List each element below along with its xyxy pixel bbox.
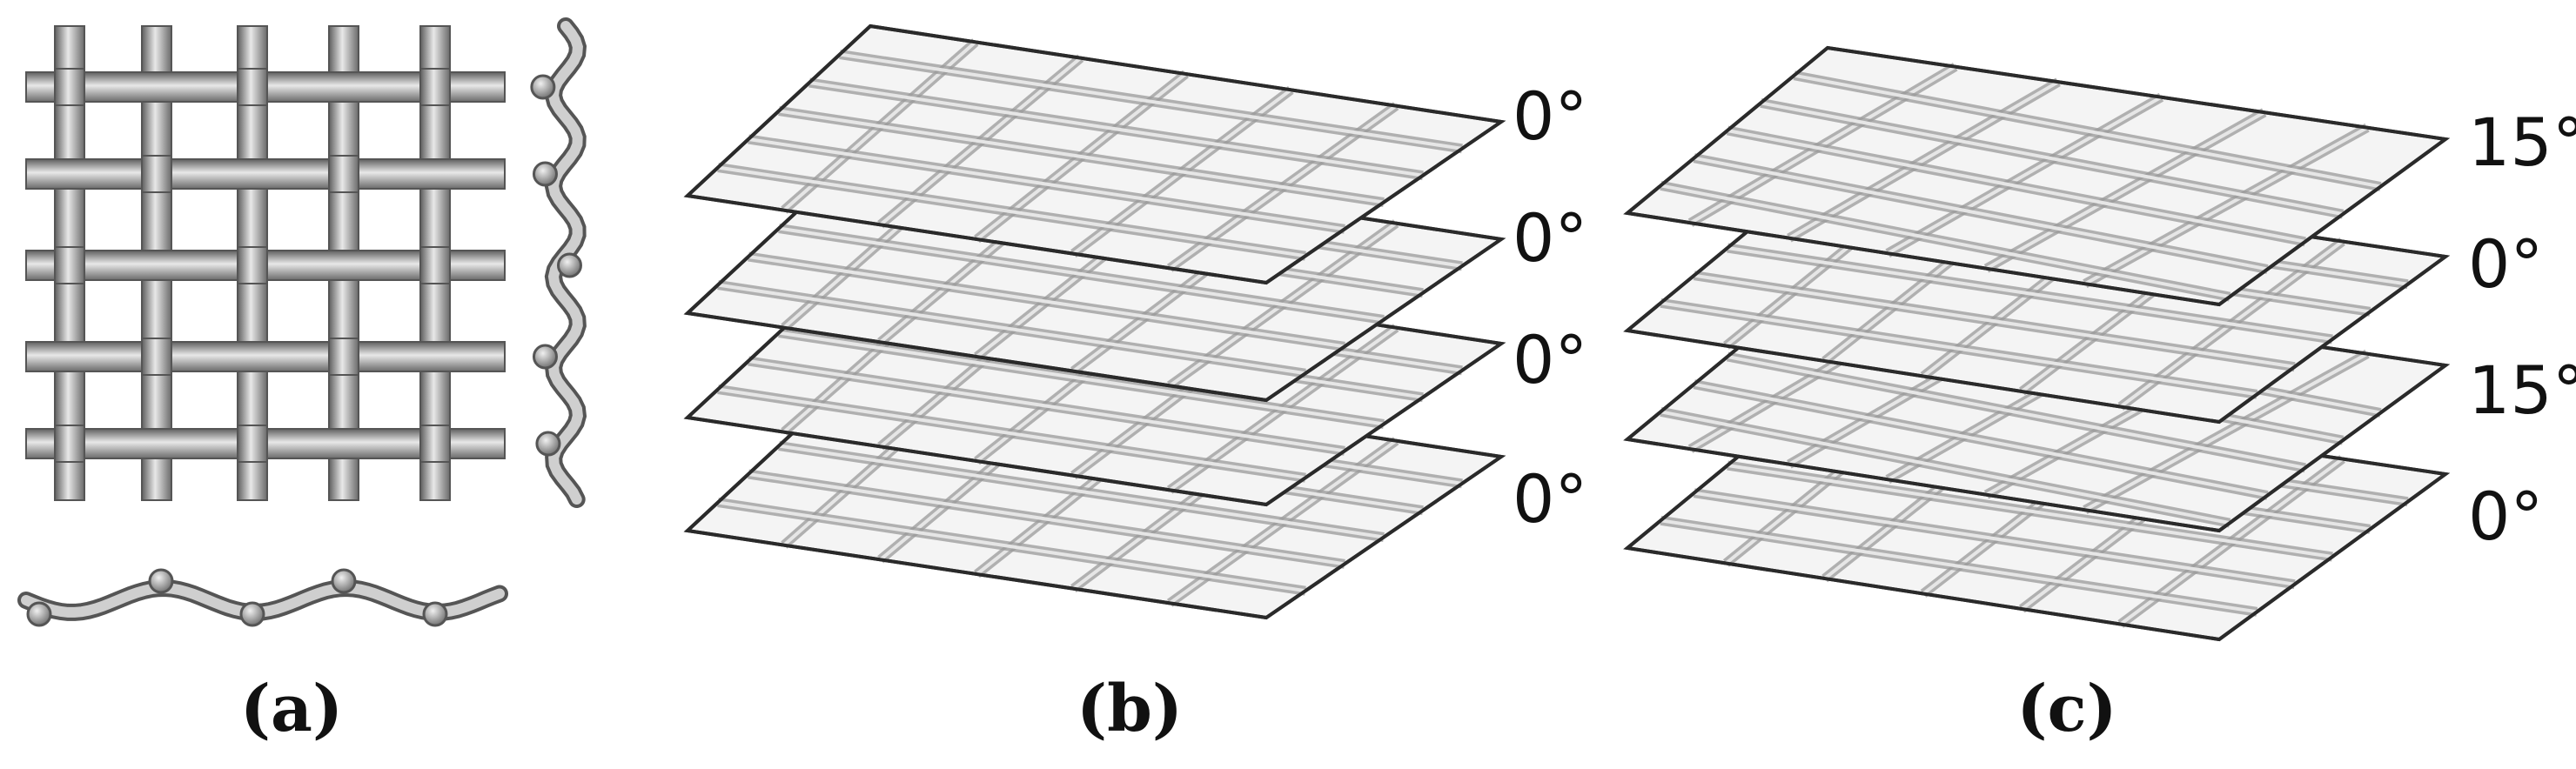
weave-crossing bbox=[328, 155, 359, 193]
ply-angle-label-b1: 0° bbox=[1513, 77, 1587, 155]
ply-angle-label-b2: 0° bbox=[1513, 199, 1587, 277]
weave-side-view-horizontal bbox=[17, 568, 508, 627]
cross-section-dot bbox=[239, 601, 265, 627]
weft-wire bbox=[25, 341, 506, 372]
fiber-tow-highlight bbox=[1727, 464, 2333, 558]
cross-section-dot bbox=[532, 344, 558, 370]
fiber-tow-highlight bbox=[2083, 351, 2369, 512]
weave-crossing bbox=[237, 246, 268, 284]
ply-angle-label-c3: 15° bbox=[2468, 351, 2576, 429]
cross-section-dot bbox=[331, 568, 357, 594]
fiber-tow-highlight bbox=[1660, 184, 2231, 299]
fiber-tow-highlight bbox=[717, 283, 1306, 376]
weft-wire bbox=[25, 158, 506, 190]
fiber-tow-highlight bbox=[1694, 273, 2295, 369]
panel-label-a: (a) bbox=[240, 672, 343, 746]
weave-crossing bbox=[54, 68, 85, 106]
weave-crossing bbox=[237, 425, 268, 463]
fiber-tow-highlight bbox=[1694, 382, 2268, 498]
fiber-tow-highlight bbox=[748, 472, 1345, 566]
ply-border bbox=[1623, 45, 2451, 307]
fiber-tow-highlight bbox=[839, 52, 1463, 150]
weave-crossing bbox=[328, 338, 359, 376]
fiber-tow-highlight bbox=[1727, 129, 2306, 244]
weave-side-view-vertical bbox=[530, 17, 587, 508]
weave-crossing bbox=[141, 155, 172, 193]
fiber-tow-highlight bbox=[1788, 80, 2060, 240]
weave-crossing bbox=[419, 246, 451, 284]
ply-stack-rotated bbox=[1623, 45, 2451, 642]
fiber-tow-highlight bbox=[1727, 355, 2306, 470]
fiber-tow-highlight bbox=[778, 331, 1385, 426]
plain-weave-top-view bbox=[25, 25, 506, 501]
fabric-ply bbox=[683, 23, 1506, 285]
ply-angle-label-c4: 0° bbox=[2468, 478, 2543, 555]
fiber-tow-highlight bbox=[1794, 73, 2381, 189]
ply-angle-label-b3: 0° bbox=[1513, 321, 1587, 398]
weave-crossing bbox=[54, 246, 85, 284]
fiber-tow-highlight bbox=[717, 387, 1306, 480]
fiber-tow-highlight bbox=[1694, 491, 2295, 586]
panel-label-b: (b) bbox=[1077, 672, 1183, 746]
cross-section-dot bbox=[532, 161, 558, 187]
fiber-tow-highlight bbox=[1660, 410, 2231, 525]
cross-section-dot bbox=[535, 431, 561, 457]
fiber-tow-highlight bbox=[1660, 518, 2257, 614]
fiber-tow-highlight bbox=[1694, 156, 2268, 271]
fiber-tow-highlight bbox=[778, 226, 1385, 322]
fiber-tow-highlight bbox=[1760, 101, 2344, 217]
fiber-tow-highlight bbox=[748, 255, 1345, 349]
fiber-tow-highlight bbox=[778, 444, 1385, 539]
ply-angle-label-b4: 0° bbox=[1513, 460, 1587, 538]
fiber-tow-highlight bbox=[748, 137, 1345, 231]
cross-section-dot bbox=[26, 601, 52, 627]
panel-label-c: (c) bbox=[2016, 672, 2116, 746]
fiber-tow-highlight bbox=[1660, 301, 2257, 397]
fiber-tow-highlight bbox=[808, 81, 1424, 177]
cross-section-dot bbox=[530, 74, 556, 100]
fiber-tow-highlight bbox=[2083, 125, 2369, 285]
cross-section-dot bbox=[556, 252, 582, 278]
weave-crossing bbox=[54, 425, 85, 463]
ply-angle-label-c2: 0° bbox=[2468, 225, 2543, 303]
fiber-tow-highlight bbox=[717, 500, 1306, 593]
ply-border bbox=[683, 23, 1506, 285]
fabric-ply bbox=[1623, 45, 2451, 307]
weave-crossing bbox=[141, 338, 172, 376]
cross-section-dot bbox=[148, 568, 174, 594]
weave-crossing bbox=[419, 425, 451, 463]
fiber-tow-highlight bbox=[1887, 95, 2163, 255]
fiber-tow-highlight bbox=[1985, 110, 2265, 271]
weave-crossing bbox=[419, 68, 451, 106]
fiber-tow-highlight bbox=[748, 359, 1345, 453]
fiber-tow-highlight bbox=[778, 109, 1385, 204]
cross-section-dot bbox=[422, 601, 448, 627]
fiber-tow-highlight bbox=[717, 165, 1306, 258]
weave-crossing bbox=[237, 68, 268, 106]
fiber-tow-highlight bbox=[1727, 246, 2333, 341]
ply-stack-aligned bbox=[683, 23, 1506, 620]
ply-angle-label-c1: 15° bbox=[2468, 104, 2576, 181]
